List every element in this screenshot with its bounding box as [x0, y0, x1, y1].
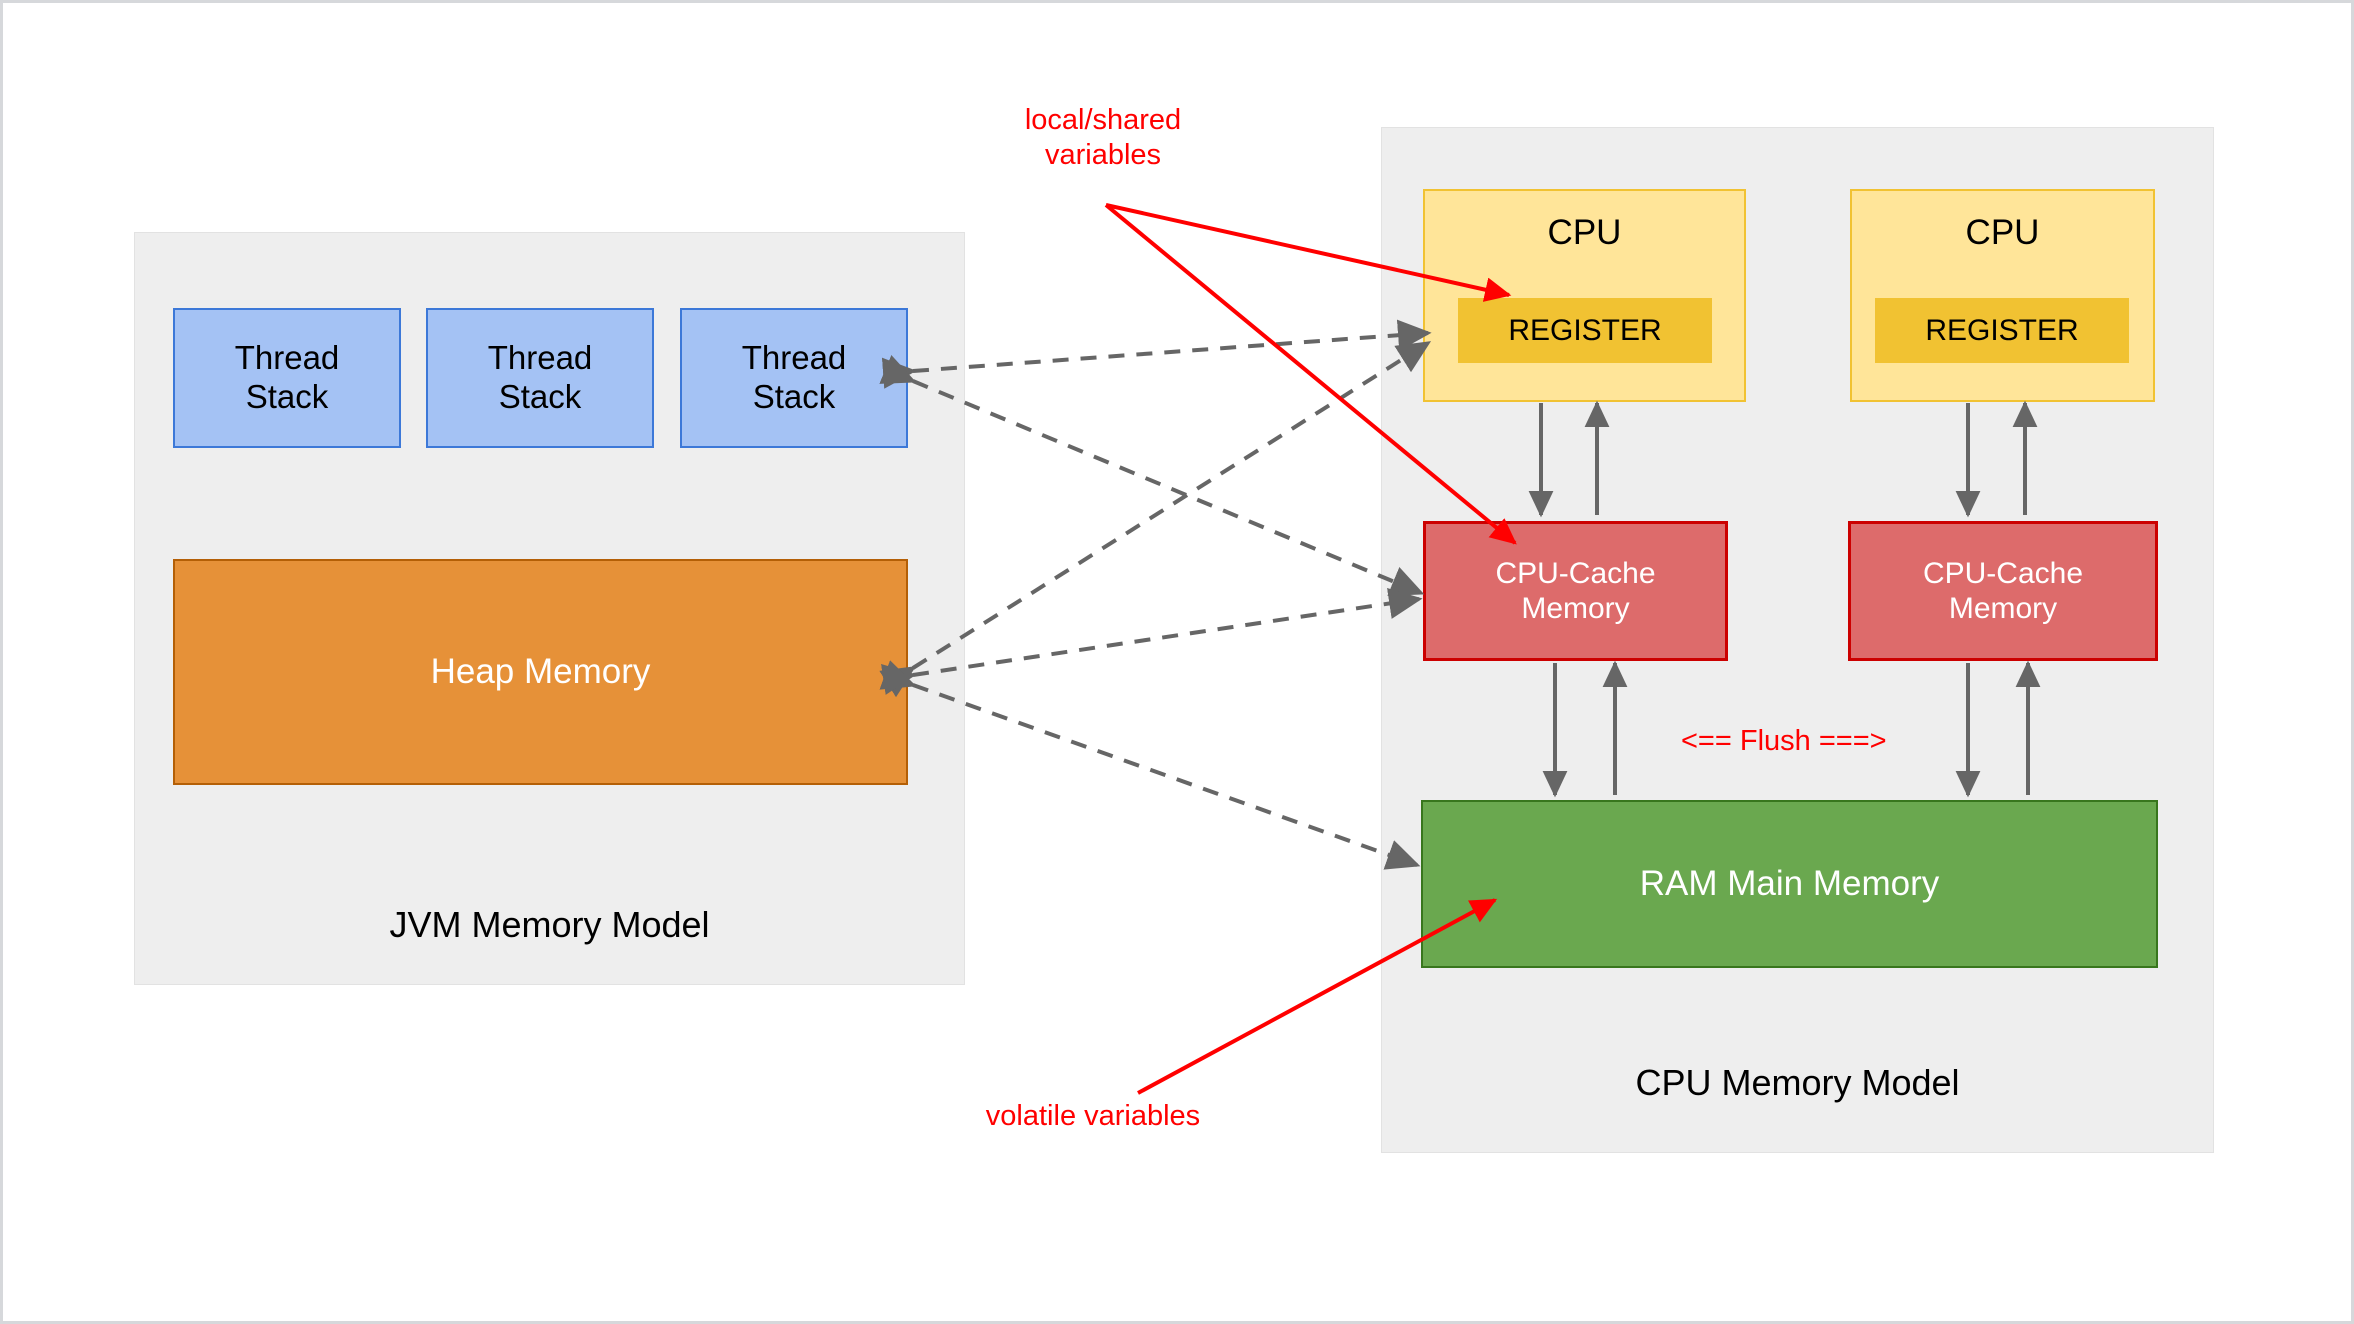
cpu-cache-box-2[interactable]: CPU-Cache Memory — [1848, 521, 2158, 661]
cpu-title-2: CPU — [1965, 213, 2040, 252]
volatile-variables-label: volatile variables — [985, 1100, 1201, 1132]
flush-label: <== Flush ===> — [1681, 725, 1887, 757]
cpu-title-1: CPU — [1547, 213, 1622, 252]
dashed-arrow-threadstack-register — [881, 319, 1432, 389]
thread-stack-box-2[interactable]: Thread Stack — [426, 308, 654, 448]
dashed-arrow-heap-cache — [881, 588, 1423, 695]
thread-stack-box-1[interactable]: Thread Stack — [173, 308, 401, 448]
cpu-box-1[interactable]: CPU — [1423, 189, 1746, 402]
thread-stack-box-3[interactable]: Thread Stack — [680, 308, 908, 448]
cpu-memory-model-label: CPU Memory Model — [1635, 1062, 1960, 1103]
register-box-2[interactable]: REGISTER — [1875, 298, 2129, 363]
local-shared-variables-label: local/shared variables — [1024, 104, 1182, 172]
register-box-1[interactable]: REGISTER — [1458, 298, 1712, 363]
dashed-arrow-heap-register — [879, 341, 1432, 698]
cpu-box-2[interactable]: CPU — [1850, 189, 2155, 402]
cpu-cache-box-1[interactable]: CPU-Cache Memory — [1423, 521, 1728, 661]
ram-main-memory-box[interactable]: RAM Main Memory — [1421, 800, 2158, 968]
dashed-arrow-threadstack-cache — [879, 355, 1425, 596]
dashed-arrow-heap-ram — [879, 660, 1421, 870]
jvm-memory-model-label: JVM Memory Model — [389, 904, 710, 945]
heap-memory-box[interactable]: Heap Memory — [173, 559, 908, 785]
